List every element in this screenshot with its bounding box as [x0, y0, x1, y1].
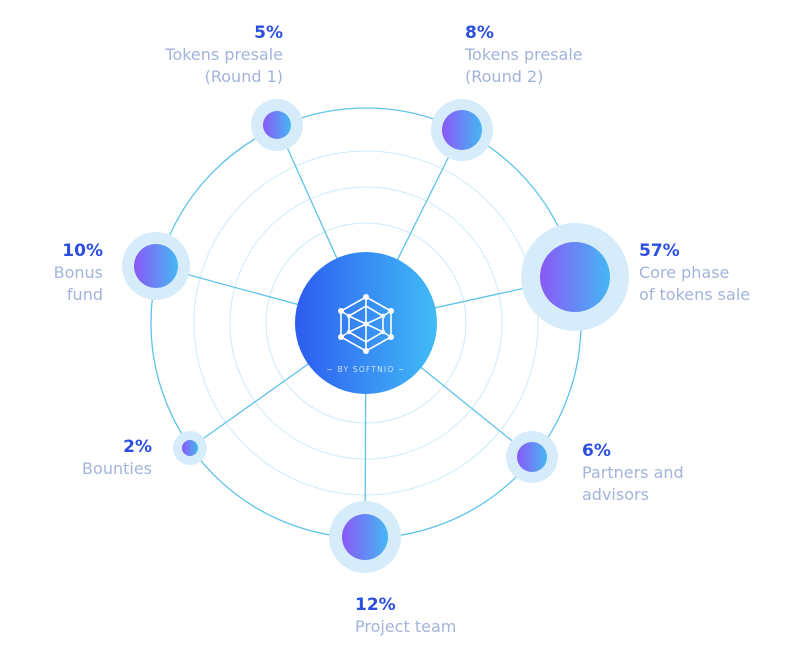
text-core-phase: Core phase of tokens sale	[639, 263, 751, 304]
percent-partners: 6%	[582, 441, 611, 461]
node-bonus-fund	[134, 244, 178, 288]
node-partners	[517, 442, 547, 472]
label-presale-r2: 8% Tokens presale (Round 2)	[465, 22, 583, 88]
center-caption: ~ BY SOFTNIO ~	[327, 365, 406, 374]
percent-presale-r1: 5%	[254, 23, 283, 43]
node-bounties	[182, 440, 198, 456]
percent-presale-r2: 8%	[465, 23, 494, 43]
percent-project-team: 12%	[355, 595, 396, 615]
node-presale-r1	[263, 111, 291, 139]
label-bounties: 2% Bounties	[82, 436, 152, 480]
text-project-team: Project team	[355, 617, 457, 636]
node-presale-r2	[442, 110, 482, 150]
percent-bounties: 2%	[123, 437, 152, 457]
node-core-phase	[540, 242, 610, 312]
text-bounties: Bounties	[82, 459, 152, 478]
inner-ring-1	[193, 150, 539, 496]
label-core-phase: 57% Core phase of tokens sale	[639, 240, 750, 306]
nodes	[134, 110, 610, 560]
text-bonus-fund: Bonus fund	[53, 263, 103, 304]
label-presale-r1: 5% Tokens presale (Round 1)	[165, 22, 283, 88]
label-partners: 6% Partners and advisors	[582, 440, 684, 506]
node-project-team	[342, 514, 388, 560]
label-project-team: 12% Project team	[355, 594, 456, 638]
text-presale-r1: Tokens presale (Round 1)	[165, 45, 283, 86]
cube-network-icon	[338, 294, 394, 354]
text-partners: Partners and advisors	[582, 463, 684, 504]
center-hub: ~ BY SOFTNIO ~	[295, 252, 437, 394]
percent-bonus-fund: 10%	[62, 241, 103, 261]
percent-core-phase: 57%	[639, 241, 680, 261]
text-presale-r2: Tokens presale (Round 2)	[465, 45, 583, 86]
label-bonus-fund: 10% Bonus fund	[54, 240, 103, 306]
